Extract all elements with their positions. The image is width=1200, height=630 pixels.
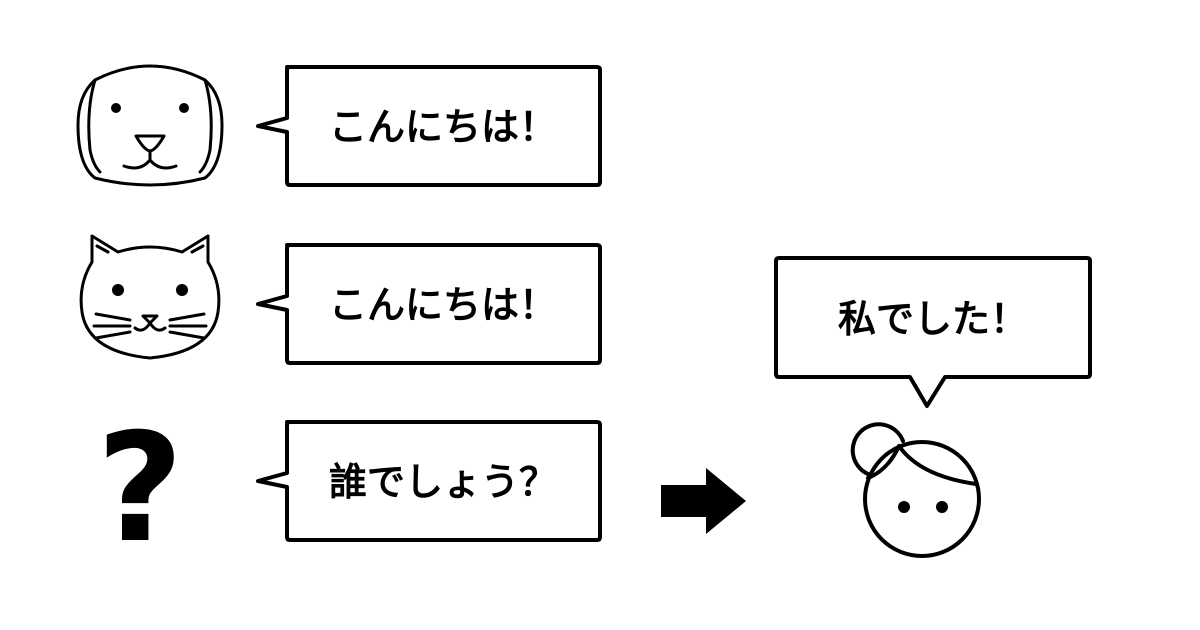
answer-speech-text: 私でした！ <box>838 297 1028 341</box>
cat-face-icon <box>79 234 221 360</box>
girl-face-icon <box>850 422 981 558</box>
right-arrow-icon <box>661 468 746 534</box>
question-mark-icon: ? <box>96 402 183 576</box>
answer-speech-bubble: 私でした！ <box>774 256 1092 408</box>
speech-text: こんにちは！ <box>329 283 557 327</box>
question-mark-symbol: ? <box>96 402 183 576</box>
speech-text: 誰でしょう？ <box>329 460 557 504</box>
speech-bubble: 誰でしょう？ <box>256 420 602 542</box>
speech-bubble: こんにちは！ <box>256 65 602 187</box>
speech-text: こんにちは！ <box>329 105 557 149</box>
dog-face-icon <box>76 64 224 187</box>
speech-bubble: こんにちは！ <box>256 243 602 365</box>
